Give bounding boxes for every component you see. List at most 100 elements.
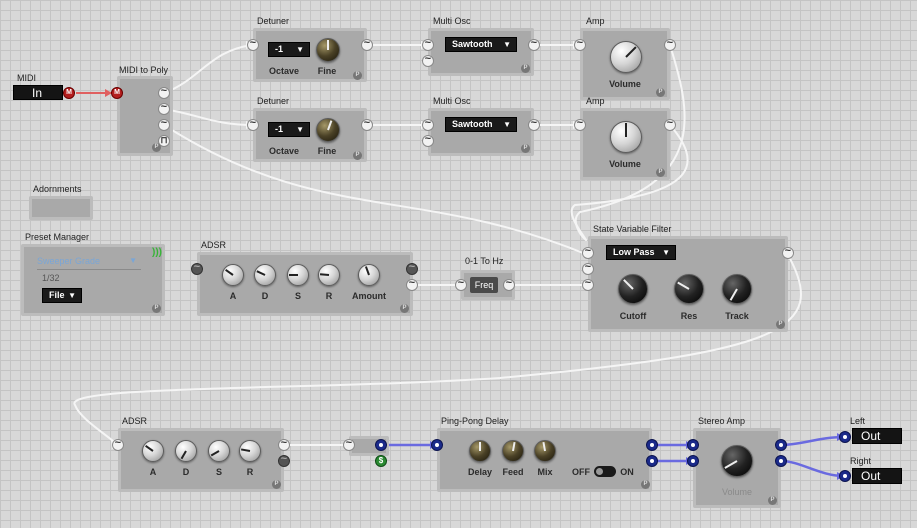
adsr1-attack-knob[interactable] (222, 264, 244, 286)
p-badge[interactable]: P (400, 304, 409, 313)
out-right-box[interactable]: Out (852, 468, 902, 484)
multiosc2-module[interactable] (428, 108, 534, 156)
svf-in-port-3[interactable] (582, 277, 594, 291)
midi-to-poly-out-port-2[interactable] (158, 101, 170, 115)
detuner1-fine-knob[interactable] (316, 38, 340, 62)
delay-feed-knob[interactable] (502, 440, 524, 462)
amp2-title: Amp (586, 96, 605, 106)
adsr2-decay-knob[interactable] (175, 440, 197, 462)
svf-mode-dropdown[interactable]: Low Pass▼ (606, 245, 676, 260)
adsr2-module[interactable] (118, 428, 284, 492)
multiosc1-in-port-1[interactable] (422, 37, 434, 51)
adsr1-decay-knob[interactable] (254, 264, 276, 286)
detuner2-out-port[interactable] (361, 117, 373, 131)
svf-out-port[interactable] (782, 245, 794, 259)
adsr1-sustain-knob[interactable] (287, 264, 309, 286)
p-badge[interactable]: P (353, 71, 362, 80)
stereo-amp-in-port-left[interactable] (687, 439, 699, 451)
adsr1-amount-knob[interactable] (358, 264, 380, 286)
detuner1-octave-dropdown[interactable]: -1▼ (268, 42, 310, 57)
p-badge[interactable]: P (768, 496, 777, 505)
out-right-in-port[interactable] (839, 470, 851, 482)
detuner1-out-port[interactable] (361, 37, 373, 51)
adornments-module[interactable] (29, 196, 93, 220)
delay-in-port[interactable] (431, 439, 443, 451)
adsr2-attack-knob[interactable] (142, 440, 164, 462)
amp1-out-port[interactable] (664, 37, 676, 51)
p-badge[interactable]: P (353, 151, 362, 160)
p-badge[interactable]: P (152, 143, 161, 152)
p-badge[interactable]: P (152, 304, 161, 313)
multiosc2-in-port-2[interactable] (422, 133, 434, 147)
svf-track-knob[interactable] (722, 274, 752, 304)
amp1-in-port[interactable] (574, 37, 586, 51)
delay-toggle-switch[interactable] (594, 466, 616, 477)
zero-to-hz-in-port[interactable] (455, 277, 467, 291)
adsr2-release-knob[interactable] (239, 440, 261, 462)
p-badge[interactable]: P (641, 480, 650, 489)
detuner2-in-port[interactable] (247, 117, 259, 131)
adsr1-out-port-2[interactable] (406, 277, 418, 291)
preset-manager-module[interactable] (21, 244, 165, 316)
detuner1-in-port[interactable] (247, 37, 259, 51)
delay-out-port-left[interactable] (646, 439, 658, 451)
midi-to-poly-out-port-3[interactable] (158, 117, 170, 131)
multiosc1-module[interactable] (428, 28, 534, 76)
stereo-amp-volume-knob[interactable] (721, 445, 753, 477)
midi-in-box[interactable]: In (13, 85, 63, 100)
svf-cutoff-knob[interactable] (618, 274, 648, 304)
p-badge[interactable]: P (656, 88, 665, 97)
adsr1-gate-in-port[interactable] (191, 261, 203, 275)
amp1-volume-knob[interactable] (610, 41, 642, 73)
stereo-amp-out-port-right[interactable] (775, 455, 787, 467)
zero-to-hz-out-port[interactable] (503, 277, 515, 291)
multiosc2-waveform-dropdown[interactable]: Sawtooth▼ (445, 117, 517, 132)
midi-to-poly-out-port-1[interactable] (158, 85, 170, 99)
delay-mix-knob[interactable] (534, 440, 556, 462)
knob-indicator (625, 46, 637, 58)
adsr1-release-knob[interactable] (318, 264, 340, 286)
detuner2-octave-dropdown[interactable]: -1▼ (268, 122, 310, 137)
p-badge[interactable]: P (521, 144, 530, 153)
freq-field[interactable]: Freq (470, 277, 498, 293)
multiosc2-out-port[interactable] (528, 117, 540, 131)
toggle-thumb (596, 468, 603, 475)
amp2-volume-knob[interactable] (610, 121, 642, 153)
file-label: File (49, 290, 65, 300)
delay-delay-knob[interactable] (469, 440, 491, 462)
multiosc1-out-port[interactable] (528, 37, 540, 51)
stereo-dot-icon[interactable] (375, 439, 387, 451)
detuner2-fine-knob[interactable] (316, 118, 340, 142)
multiosc1-waveform-dropdown[interactable]: Sawtooth▼ (445, 37, 517, 52)
amp2-out-port[interactable] (664, 117, 676, 131)
p-badge[interactable]: P (656, 168, 665, 177)
multiosc2-in-port-1[interactable] (422, 117, 434, 131)
p-badge[interactable]: P (521, 64, 530, 73)
knob-indicator (180, 450, 187, 460)
amp2-in-port[interactable] (574, 117, 586, 131)
adsr2-out-port-1[interactable] (278, 437, 290, 451)
multiosc2-title: Multi Osc (433, 96, 471, 106)
stereo-amp-in-port-right[interactable] (687, 455, 699, 467)
preset-name-field[interactable]: Sweeper Grade▼ (37, 256, 141, 270)
svf-in-port-1[interactable] (582, 245, 594, 259)
stereo-amp-out-port-left[interactable] (775, 439, 787, 451)
svf-res-knob[interactable] (674, 274, 704, 304)
adsr2-sustain-knob[interactable] (208, 440, 230, 462)
svf-in-port-2[interactable] (582, 261, 594, 275)
delay-out-port-right[interactable] (646, 455, 658, 467)
file-menu-button[interactable]: File▼ (42, 288, 82, 303)
gate-icon[interactable] (158, 135, 170, 147)
p-badge[interactable]: P (776, 320, 785, 329)
adsr2-gate-in-port[interactable] (112, 437, 124, 451)
multiosc1-in-port-2[interactable] (422, 53, 434, 67)
p-badge[interactable]: P (272, 480, 281, 489)
mono-to-stereo-in-port[interactable] (343, 437, 355, 451)
adsr2-out-port-2[interactable] (278, 453, 290, 467)
midi-to-poly-midi-in-port[interactable] (111, 87, 123, 99)
out-left-in-port[interactable] (839, 431, 851, 443)
midi-out-port[interactable] (63, 87, 75, 99)
adsr1-out-port-1[interactable] (406, 261, 418, 275)
dollar-icon[interactable] (375, 455, 387, 467)
out-left-box[interactable]: Out (852, 428, 902, 444)
